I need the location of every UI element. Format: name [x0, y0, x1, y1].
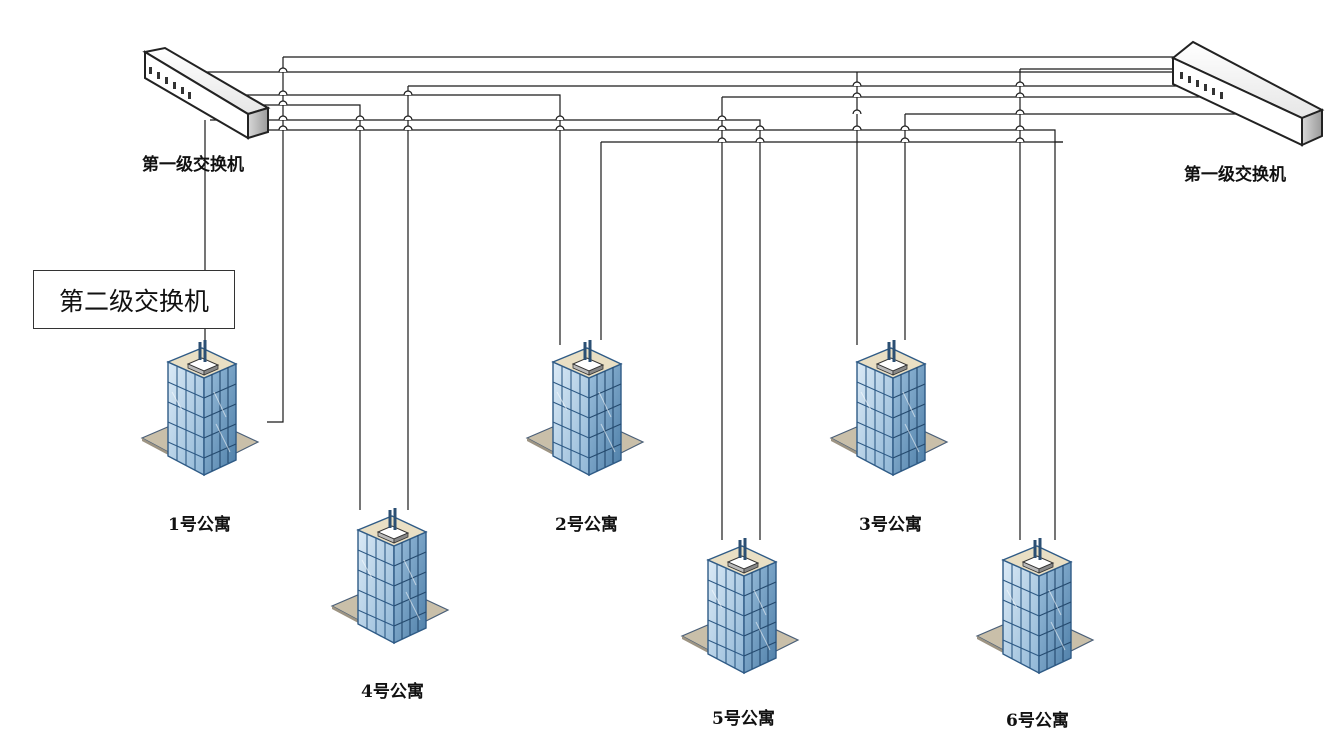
- crossover-marker: [403, 90, 413, 96]
- crossover-marker: [355, 125, 365, 131]
- building-5-label: 5号公寓: [712, 709, 775, 729]
- crossover-marker: [555, 125, 565, 131]
- crossover-marker: [755, 137, 765, 143]
- crossover-marker: [717, 125, 727, 131]
- cabling: [204, 56, 1250, 540]
- building-6-label: 6号公寓: [1006, 711, 1069, 731]
- crossover-marker: [278, 115, 288, 121]
- crossover-marker: [278, 67, 288, 73]
- crossover-marker: [852, 92, 862, 98]
- crossover-marker: [1015, 109, 1025, 115]
- first-level-switch-left-icon: [144, 47, 269, 139]
- crossover-marker: [555, 115, 565, 121]
- crossover-marker: [900, 137, 910, 143]
- link-line: [267, 57, 284, 423]
- second-level-switch-label: 第二级交换机: [58, 286, 209, 316]
- building-2-icon: [525, 338, 645, 477]
- crossover-marker: [403, 115, 413, 121]
- building-2-label: 2号公寓: [555, 515, 618, 535]
- switch-left-label: 第一级交换机: [142, 155, 244, 175]
- crossover-marker: [1015, 137, 1025, 143]
- building-4-icon: [330, 506, 450, 645]
- crossover-marker: [900, 125, 910, 131]
- crossover-marker: [403, 125, 413, 131]
- crossover-marker: [1015, 125, 1025, 131]
- crossover-marker: [278, 90, 288, 96]
- building-1-icon: [140, 338, 260, 477]
- switch-right-label: 第一级交换机: [1184, 165, 1286, 185]
- link-line: [205, 94, 561, 345]
- crossover-marker: [355, 115, 365, 121]
- building-5-icon: [680, 536, 800, 675]
- crossover-marker: [717, 115, 727, 121]
- building-3-icon: [829, 338, 949, 477]
- crossover-markers: [278, 67, 1025, 143]
- crossover-marker: [852, 109, 862, 115]
- crossover-marker: [852, 125, 862, 131]
- building-6-icon: [975, 536, 1095, 675]
- crossover-marker: [755, 125, 765, 131]
- crossover-marker: [717, 137, 727, 143]
- first-level-switch-right-icon: [1172, 41, 1323, 146]
- crossover-marker: [278, 125, 288, 131]
- crossover-marker: [1015, 92, 1025, 98]
- crossover-marker: [278, 100, 288, 106]
- building-3-label: 3号公寓: [859, 515, 922, 535]
- building-1-label: 1号公寓: [168, 515, 231, 535]
- crossover-marker: [1015, 81, 1025, 87]
- link-line: [210, 119, 761, 540]
- building-4-label: 4号公寓: [361, 682, 424, 702]
- link-line: [268, 129, 1056, 540]
- crossover-marker: [852, 81, 862, 87]
- second-level-switch-box: 第二级交换机: [33, 270, 235, 329]
